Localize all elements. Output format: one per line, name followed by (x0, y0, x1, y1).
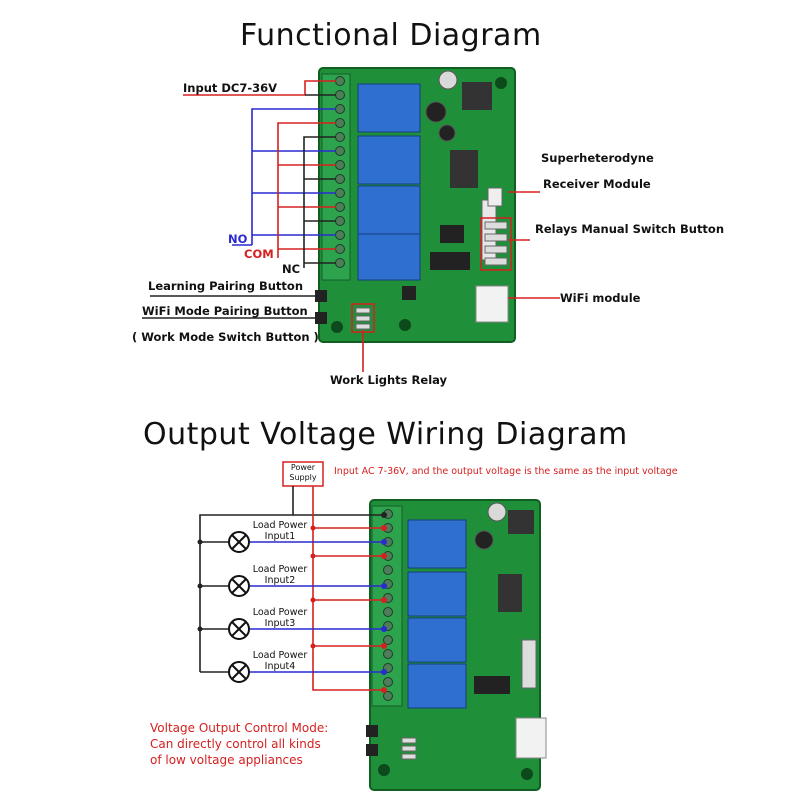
load-label-4: Load Power Input4 (250, 650, 310, 672)
lamp-icon-2 (228, 575, 250, 597)
top-terminal-screws (335, 76, 345, 268)
mode-note-line2: Can directly control all kinds (150, 737, 321, 751)
lamp-icon-3 (228, 618, 250, 640)
load-label-1-line1: Load Power (252, 520, 308, 531)
wiring-diagram-title: Output Voltage Wiring Diagram (143, 417, 628, 452)
bottom-pcb-board (366, 499, 547, 791)
bottom-relay-4 (407, 663, 467, 709)
relays-manual-switch-label: Relays Manual Switch Button (535, 222, 725, 236)
load-label-3-line1: Load Power (252, 607, 308, 618)
load-label-2-line1: Load Power (252, 564, 308, 575)
bottom-relay-3 (407, 617, 467, 663)
mode-note-line1: Voltage Output Control Mode: (150, 721, 329, 735)
wifi-module-label: WiFi module (560, 291, 641, 305)
top-pcb-board (315, 67, 516, 343)
com-label: COM (244, 247, 274, 261)
power-supply-label: Power Supply (285, 463, 321, 483)
top-wiring (142, 80, 560, 372)
work-mode-switch-label: ( Work Mode Switch Button ) (132, 330, 319, 344)
lamp-icons (228, 531, 250, 683)
bottom-relay-1 (407, 519, 467, 569)
receiver-module-label: Receiver Module (543, 177, 651, 191)
mode-note-line3: of low voltage appliances (150, 753, 303, 767)
load-label-4-line1: Load Power (252, 650, 308, 661)
functional-diagram-title: Functional Diagram (240, 18, 542, 53)
connection-dots (197, 512, 387, 693)
superheterodyne-label: Superheterodyne (541, 151, 654, 165)
load-label-1: Load Power Input1 (250, 520, 310, 542)
wifi-mode-pairing-label: WiFi Mode Pairing Button (142, 304, 308, 318)
lamp-icon-1 (228, 531, 250, 553)
top-relay-2 (357, 135, 421, 185)
top-relay-3 (357, 185, 421, 235)
input-dc-label: Input DC7-36V (183, 81, 278, 95)
load-label-1-line2: Input1 (264, 531, 296, 542)
load-label-3: Load Power Input3 (250, 607, 310, 629)
voltage-output-mode-note: Voltage Output Control Mode: Can directl… (150, 720, 328, 768)
power-supply-box (282, 461, 324, 487)
bottom-wiring (199, 486, 384, 691)
input-voltage-note: Input AC 7-36V, and the output voltage i… (334, 466, 678, 477)
no-label: NO (228, 232, 248, 246)
power-supply-line1: Power (290, 463, 316, 472)
top-relay-1 (357, 83, 421, 133)
lamp-icon-4 (228, 661, 250, 683)
load-label-4-line2: Input4 (264, 661, 296, 672)
bottom-relay-2 (407, 571, 467, 617)
load-label-2: Load Power Input2 (250, 564, 310, 586)
nc-label: NC (282, 262, 301, 276)
learning-pairing-label: Learning Pairing Button (148, 279, 304, 293)
power-supply-line2: Supply (289, 473, 317, 482)
top-relay-4 (357, 233, 421, 281)
work-lights-relay-label: Work Lights Relay (330, 373, 448, 387)
load-label-2-line2: Input2 (264, 575, 296, 586)
load-label-3-line2: Input3 (264, 618, 296, 629)
